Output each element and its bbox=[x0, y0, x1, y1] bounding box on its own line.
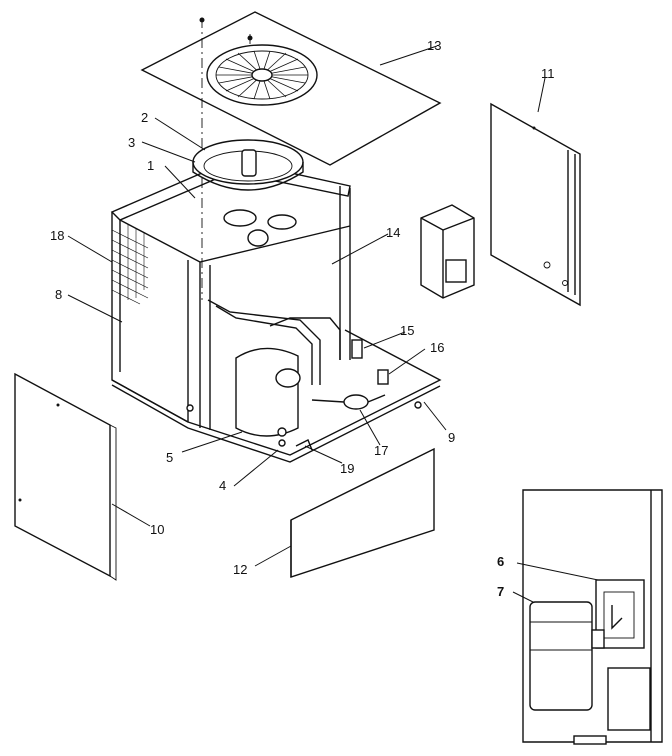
callout-1: 1 bbox=[147, 158, 154, 173]
callout-9: 9 bbox=[448, 430, 455, 445]
callout-11: 11 bbox=[541, 66, 555, 81]
callout-10: 10 bbox=[150, 522, 164, 537]
callout-16: 16 bbox=[430, 340, 444, 355]
top-cover-panel bbox=[140, 11, 442, 166]
callout-8: 8 bbox=[55, 287, 62, 302]
left-side-panel bbox=[14, 372, 117, 581]
callout-17: 17 bbox=[374, 443, 388, 458]
callout-4: 4 bbox=[219, 478, 226, 493]
callout-3: 3 bbox=[128, 135, 135, 150]
right-side-panel bbox=[490, 102, 581, 307]
front-panel bbox=[290, 447, 435, 578]
inset-control-panel bbox=[522, 489, 663, 745]
callout-12: 12 bbox=[233, 562, 247, 577]
callout-2: 2 bbox=[141, 110, 148, 125]
callout-5: 5 bbox=[166, 450, 173, 465]
callout-labels: 1 2 3 4 5 6 7 8 9 10 11 12 13 14 15 16 1… bbox=[50, 38, 555, 599]
callout-18: 18 bbox=[50, 228, 64, 243]
callout-13: 13 bbox=[427, 38, 441, 53]
cabinet-body bbox=[110, 139, 442, 463]
callout-7: 7 bbox=[497, 584, 504, 599]
control-box bbox=[420, 204, 475, 299]
callout-14: 14 bbox=[386, 225, 400, 240]
condenser-coil-grid bbox=[111, 220, 149, 305]
callout-6: 6 bbox=[497, 554, 504, 569]
callout-19: 19 bbox=[340, 461, 354, 476]
leader-lines bbox=[67, 45, 599, 603]
callout-15: 15 bbox=[400, 323, 414, 338]
